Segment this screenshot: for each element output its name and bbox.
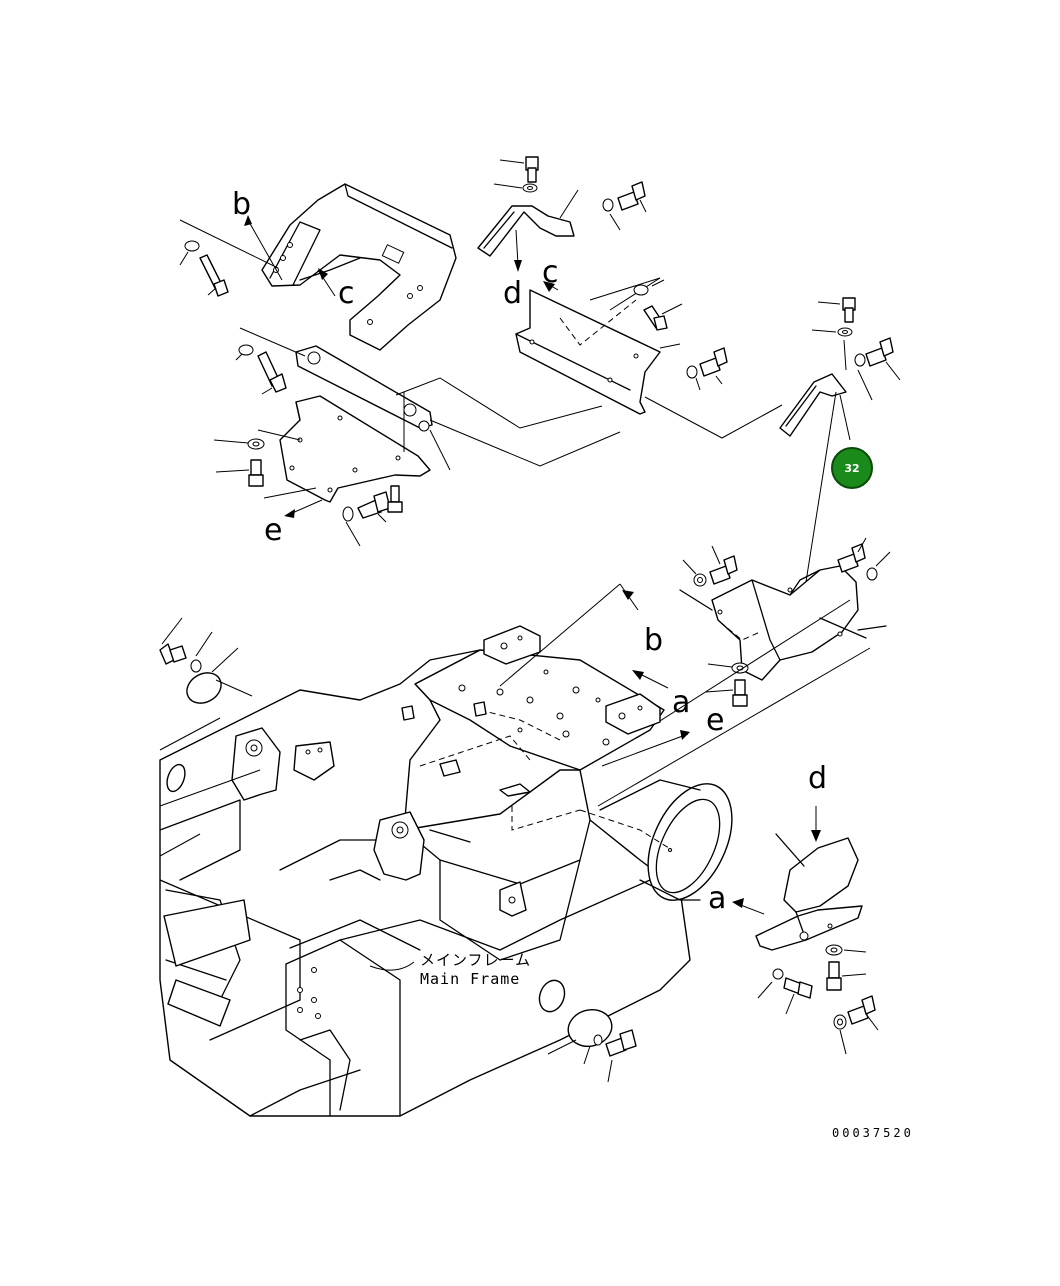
letter-c-top: c xyxy=(542,255,559,290)
callout-badge-number: 32 xyxy=(844,462,859,475)
letter-a-lower: a xyxy=(708,881,726,916)
letter-e-mid: e xyxy=(706,703,724,738)
letter-a-mid: a xyxy=(672,685,690,720)
letter-e-left: e xyxy=(264,513,282,548)
leader-line-right xyxy=(804,391,837,589)
bolt-washer-left-mid xyxy=(213,344,317,499)
upper-left-cover xyxy=(261,183,457,351)
middle-plate-c: c xyxy=(515,255,661,415)
left-cover-disc xyxy=(159,617,253,704)
letter-c-left: c xyxy=(338,276,355,311)
right-lower-cover: d a xyxy=(708,761,863,951)
letter-d-lower: d xyxy=(808,761,827,796)
reference-arrow-b-top: b xyxy=(232,187,283,281)
bolt-washer-bottom-right xyxy=(757,944,879,1055)
bolt-upper-middle-right xyxy=(602,181,647,231)
upper-right-small-bracket xyxy=(779,297,901,441)
bolt-washer-right-cover xyxy=(682,537,891,707)
bolt-washer-middle xyxy=(633,279,728,391)
right-middle-cover xyxy=(679,565,887,681)
main-frame-label-en: Main Frame xyxy=(420,970,520,988)
left-bracket-assembly xyxy=(239,327,451,503)
callout-badge-32[interactable]: 32 xyxy=(831,447,873,489)
main-frame-label-jp: メインフレーム xyxy=(420,951,531,969)
reference-arrow-b-lower: b xyxy=(499,583,663,687)
letter-d-top: d xyxy=(503,276,522,311)
letter-b-lower: b xyxy=(644,623,663,658)
reference-arrow-c-left: c xyxy=(317,268,355,311)
reference-arrow-e-left: e xyxy=(264,499,323,548)
drawing-code: 00037520 xyxy=(832,1126,914,1140)
bolt-under-left-plate xyxy=(342,485,403,547)
reference-arrow-a-mid: a xyxy=(632,670,690,720)
reference-arrow-e-mid: e xyxy=(601,703,724,767)
bolt-washer-left-top xyxy=(179,219,279,297)
connector-lines-right xyxy=(597,599,871,807)
connector-lines-upper xyxy=(395,377,783,467)
letter-b-top: b xyxy=(232,187,251,222)
main-frame xyxy=(159,625,733,1117)
main-frame-label: メインフレーム Main Frame xyxy=(369,951,531,988)
upper-middle-bracket-d: d xyxy=(477,156,579,311)
